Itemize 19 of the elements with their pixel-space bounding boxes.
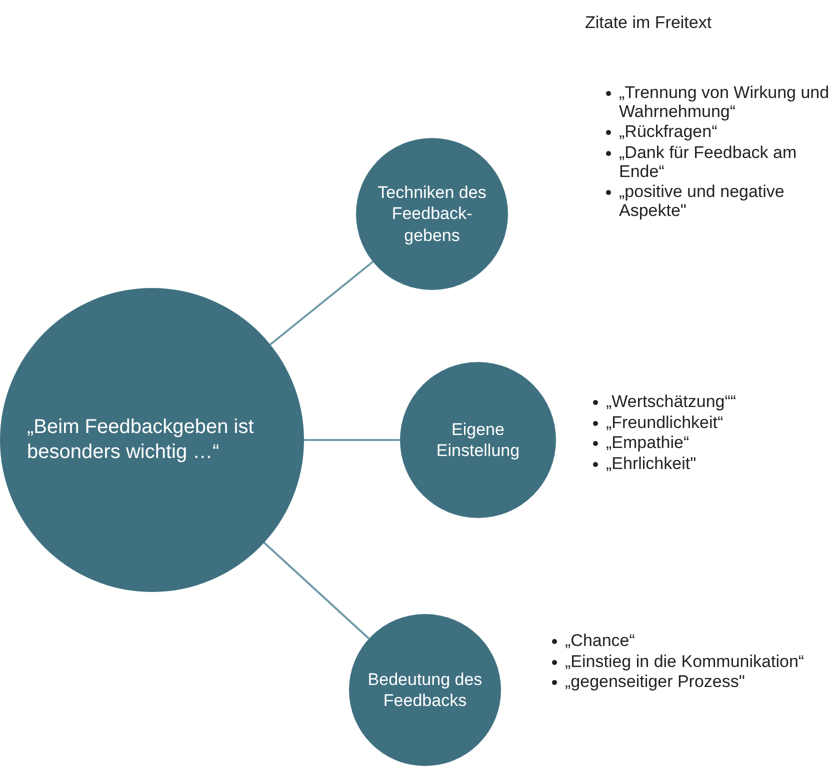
quote-text: „Einstieg in die Kommunikation“ [565, 652, 804, 672]
quote-text: „positive und negative Aspekte" [619, 183, 786, 221]
quote-text: „Ehrlichkeit" [606, 455, 696, 474]
quote-text: „Trennung von Wirkung und Wahrnehmung“ [619, 84, 830, 122]
circle-text: „Beim Feedbackgeben ist besonders wichtig …“ [27, 415, 255, 465]
quote-text: „Dank für Feedback am Ende“ [619, 144, 798, 182]
quote-text: „Empathie“ [606, 434, 690, 454]
quote-text: „Chance“ [565, 632, 635, 651]
heading-label: Zitate im Freitext [585, 12, 712, 34]
circle-text: Techniken des Feedback-gebens [377, 182, 487, 246]
quote-text: „Rückfragen“ [619, 123, 718, 142]
circle-text: Eigene Einstellung [435, 418, 521, 462]
quote-text: „gegenseitiger Prozess" [565, 673, 745, 692]
connector-line [270, 260, 374, 346]
circle-text: Bedeutung des Feedbacks [366, 668, 484, 712]
connector-line [304, 439, 400, 441]
quote-text: „Wertschätzung““ [606, 393, 736, 412]
connector-line [263, 542, 370, 640]
quote-text: „Freundlichkeit“ [606, 414, 724, 432]
